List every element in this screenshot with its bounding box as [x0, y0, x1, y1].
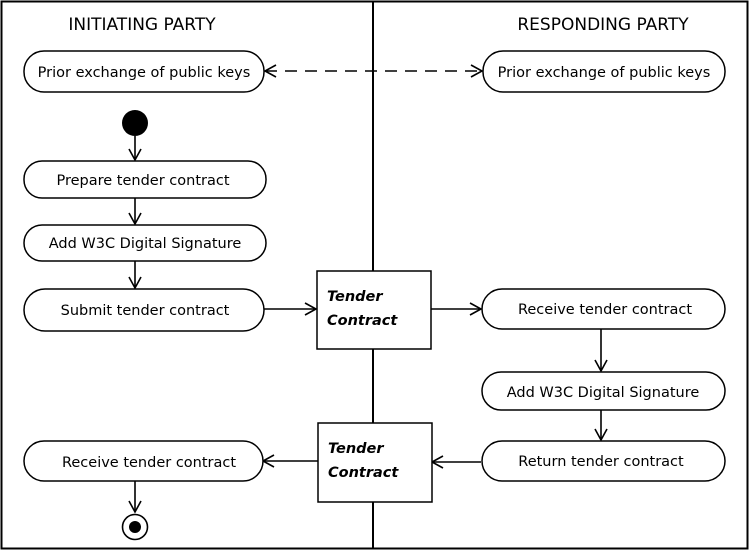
action-receive-tender-right: Receive tender contract: [481, 288, 726, 330]
action-submit-tender: Submit tender contract: [23, 288, 265, 332]
lane-title-responding: RESPONDING PARTY: [517, 15, 689, 35]
action-label: Prior exchange of public keys: [498, 65, 711, 81]
action-label: Prior exchange of public keys: [38, 65, 251, 81]
object-label-line1: Tender: [328, 441, 384, 457]
action-label: Prepare tender contract: [56, 173, 229, 189]
action-label: Receive tender contract: [518, 302, 692, 318]
initial-node: [122, 110, 148, 136]
action-label: Add W3C Digital Signature: [507, 385, 700, 401]
action-label: Add W3C Digital Signature: [49, 236, 242, 252]
object-tender-contract-returned: Tender Contract: [317, 422, 433, 503]
lane-title-initiating: INITIATING PARTY: [68, 15, 216, 35]
action-add-signature-left: Add W3C Digital Signature: [23, 224, 267, 262]
action-receive-tender-left: Receive tender contract: [23, 440, 264, 482]
action-return-tender: Return tender contract: [481, 440, 726, 482]
action-label: Submit tender contract: [61, 303, 230, 319]
action-label: Receive tender contract: [62, 455, 236, 471]
object-label-line2: Contract: [327, 313, 398, 329]
final-node: [121, 513, 149, 541]
object-label-line2: Contract: [328, 465, 399, 481]
action-label: Return tender contract: [518, 454, 684, 470]
action-prior-exchange-right: Prior exchange of public keys: [482, 50, 726, 93]
action-prior-exchange-left: Prior exchange of public keys: [23, 50, 265, 93]
action-add-signature-right: Add W3C Digital Signature: [481, 371, 726, 411]
object-tender-contract-outgoing: Tender Contract: [316, 270, 432, 350]
action-prepare-tender: Prepare tender contract: [23, 160, 267, 199]
object-label-line1: Tender: [327, 289, 383, 305]
